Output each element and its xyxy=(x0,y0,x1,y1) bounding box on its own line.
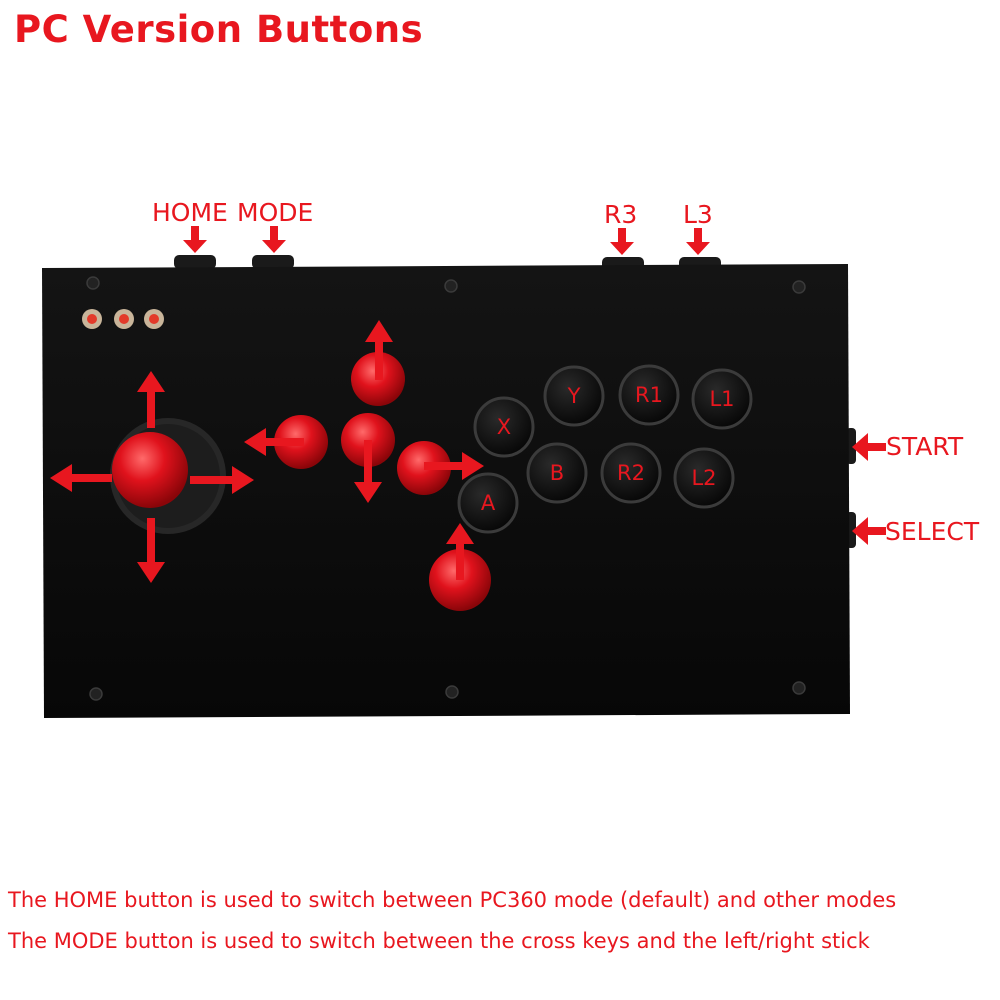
joystick-ball[interactable] xyxy=(112,432,188,508)
arrow-up-icon xyxy=(137,371,165,428)
r1-button[interactable] xyxy=(618,364,680,426)
page-title: PC Version Buttons xyxy=(14,8,424,51)
y-button[interactable] xyxy=(543,365,605,427)
status-leds xyxy=(82,309,164,329)
arrow-down-icon xyxy=(610,228,634,255)
r2-button[interactable] xyxy=(600,442,662,504)
l3-label: L3 xyxy=(683,200,713,229)
screws xyxy=(86,276,806,701)
arrow-right-icon xyxy=(424,452,484,480)
y-button-label: Y xyxy=(567,384,581,408)
arrow-down-icon xyxy=(137,518,165,583)
l2-button[interactable] xyxy=(673,447,735,509)
arrows xyxy=(50,226,886,583)
b-button-label: B xyxy=(550,461,564,485)
x-button-label: X xyxy=(497,415,511,439)
arrow-right-icon xyxy=(190,466,254,494)
r3-label: R3 xyxy=(604,200,638,229)
a-button[interactable] xyxy=(457,472,519,534)
r2-button-label: R2 xyxy=(617,461,645,485)
arrow-left-icon xyxy=(852,517,886,545)
caption-mode: The MODE button is used to switch betwee… xyxy=(8,929,870,953)
start-label: START xyxy=(886,432,964,461)
l1-button[interactable] xyxy=(691,368,753,430)
arrow-down-icon xyxy=(262,226,286,253)
b-button[interactable] xyxy=(526,442,588,504)
arrow-down-icon xyxy=(183,226,207,253)
arrow-up-icon xyxy=(446,523,474,580)
a-button-label: A xyxy=(481,491,496,515)
face-buttons xyxy=(457,364,753,534)
arrow-left-icon xyxy=(852,433,886,461)
x-button[interactable] xyxy=(473,396,535,458)
arrow-up-icon xyxy=(365,320,393,380)
home-button[interactable] xyxy=(174,255,216,269)
arrow-down-icon xyxy=(354,440,382,503)
l2-button-label: L2 xyxy=(691,466,716,490)
arrow-left-icon xyxy=(244,428,304,456)
arrow-down-icon xyxy=(686,228,710,255)
caption-home: The HOME button is used to switch betwee… xyxy=(8,888,897,912)
top-edge-buttons xyxy=(174,255,721,271)
l1-button-label: L1 xyxy=(709,387,734,411)
home-label: HOME xyxy=(152,198,228,227)
arrow-left-icon xyxy=(50,464,112,492)
select-label: SELECT xyxy=(885,517,980,546)
joystick[interactable] xyxy=(110,418,226,534)
mode-label: MODE xyxy=(237,198,314,227)
r1-button-label: R1 xyxy=(635,383,663,407)
mode-button[interactable] xyxy=(252,255,294,269)
